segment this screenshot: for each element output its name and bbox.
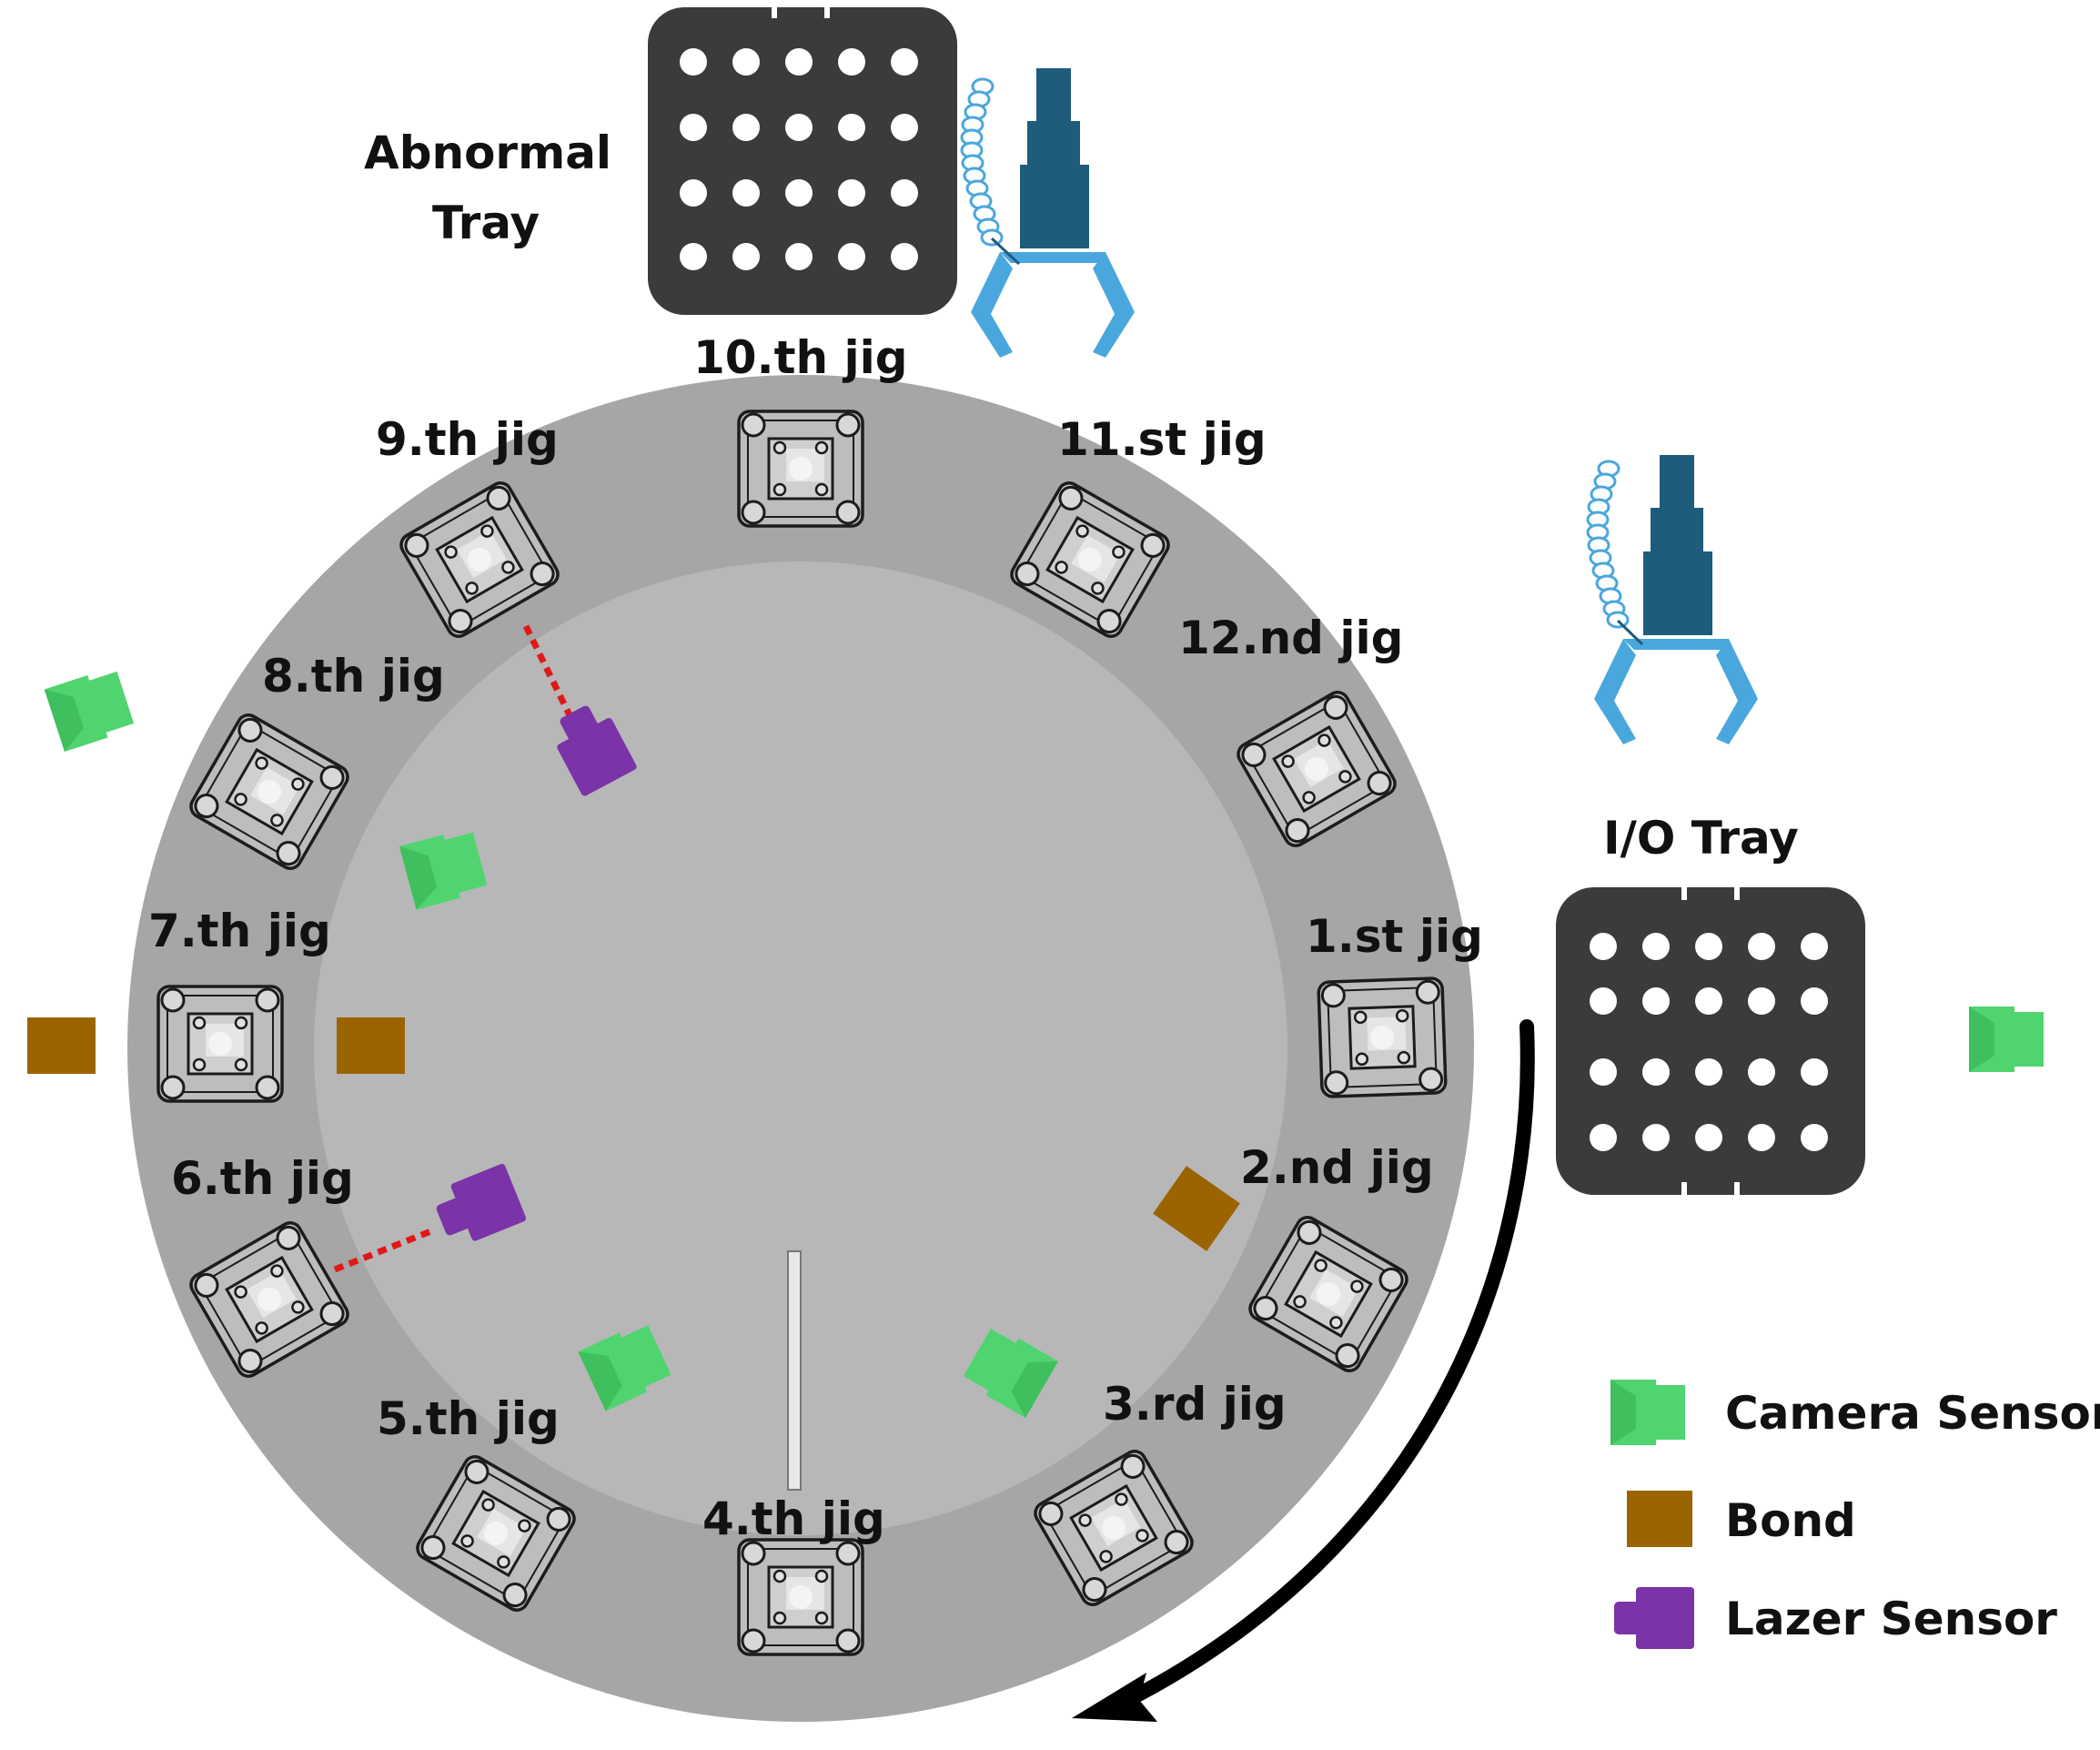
jig-label-4: 4.th jig <box>702 1492 885 1545</box>
inner-disk <box>314 561 1287 1535</box>
jig-4 <box>737 1538 864 1656</box>
io-tray-label: I/O Tray <box>1603 812 1799 865</box>
jig-label-9: 9.th jig <box>376 413 559 466</box>
coil-top <box>960 77 1004 247</box>
jig-7 <box>156 985 284 1103</box>
legend-lazer-label: Lazer Sensor <box>1725 1593 2057 1645</box>
laser-beam-upper <box>522 624 575 721</box>
legend-lazer-icon <box>1614 1587 1694 1649</box>
abnormal-tray-holes <box>680 48 918 270</box>
abnormal-tray <box>648 7 957 315</box>
jig-label-10: 10.th jig <box>693 331 908 384</box>
abnormal-tray-label-line1: Abnormal <box>364 126 611 179</box>
legend-bond-icon <box>1627 1491 1692 1547</box>
bond-left-inner <box>337 1017 405 1074</box>
center-divider <box>787 1250 802 1491</box>
laser-beam-lower <box>333 1227 435 1273</box>
legend: Camera Sensor Bond Lazer Sensor <box>1610 1380 2100 1649</box>
jig-10 <box>737 410 864 528</box>
abnormal-tray-label-line2: Tray <box>432 197 540 249</box>
legend-camera-label: Camera Sensor <box>1725 1387 2100 1440</box>
bond-right <box>1153 1166 1240 1251</box>
io-tray <box>1556 887 1865 1195</box>
jig-1 <box>1317 976 1448 1099</box>
jig-label-3: 3.rd jig <box>1103 1378 1287 1431</box>
jig-label-5: 5.th jig <box>377 1392 560 1445</box>
camera-sensor-right <box>1969 1007 2044 1072</box>
bond-left-outer <box>27 1017 96 1074</box>
coil-right <box>1586 460 1630 629</box>
jig-label-1: 1.st jig <box>1306 910 1483 963</box>
rotation-arrow <box>1121 1019 1535 1707</box>
camera-sensor-left-outer <box>44 666 136 752</box>
io-tray-holes <box>1590 933 1828 1151</box>
jig-label-12: 12.nd jig <box>1178 612 1403 664</box>
jig-label-8: 8.th jig <box>262 650 445 703</box>
jig-label-7: 7.th jig <box>148 905 331 957</box>
rotation-arrow-head <box>1072 1673 1157 1722</box>
legend-camera-icon <box>1610 1380 1685 1445</box>
jig-label-6: 6.th jig <box>171 1152 354 1205</box>
jig-label-11: 11.st jig <box>1057 413 1267 466</box>
jig-label-2: 2.nd jig <box>1240 1141 1434 1194</box>
legend-bond-label: Bond <box>1725 1494 1856 1547</box>
